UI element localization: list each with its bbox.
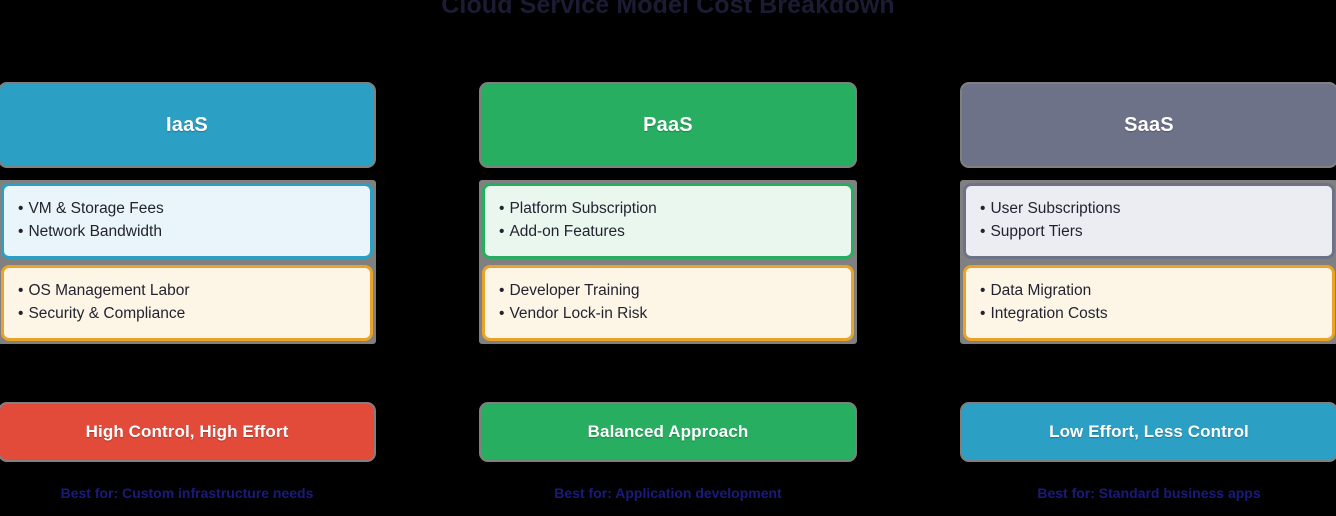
direct-costs-box-iaas: •VM & Storage Fees •Network Bandwidth — [1, 183, 373, 259]
cost-item-label: Security & Compliance — [28, 304, 186, 322]
direct-costs-box-paas: •Platform Subscription •Add-on Features — [482, 183, 854, 259]
summary-bar-iaas[interactable]: High Control, High Effort — [0, 402, 376, 462]
cost-item-label: Add-on Features — [509, 222, 625, 240]
bullet-icon: • — [18, 282, 24, 299]
hidden-costs-box-paas: •Developer Training •Vendor Lock-in Risk — [482, 265, 854, 341]
best-for-label: Best for: Standard business apps — [1037, 486, 1261, 501]
bullet-icon: • — [499, 304, 505, 322]
cost-group-iaas: •VM & Storage Fees •Network Bandwidth •O… — [0, 180, 376, 344]
summary-label: Balanced Approach — [587, 422, 749, 441]
bullet-icon: • — [980, 222, 986, 240]
best-for-container-saas: Best for: Standard business apps — [960, 486, 1336, 516]
cost-item-label: Developer Training — [509, 282, 640, 299]
best-for-label: Best for: Custom infrastructure needs — [60, 486, 314, 501]
service-header-saas[interactable]: SaaS — [960, 82, 1336, 168]
bullet-icon: • — [980, 200, 986, 217]
bullet-icon: • — [18, 304, 24, 322]
cost-item: •Support Tiers — [980, 221, 1318, 244]
cost-item-label: Vendor Lock-in Risk — [509, 304, 648, 322]
service-header-label: IaaS — [166, 113, 208, 136]
cost-item: •Platform Subscription — [499, 198, 837, 221]
service-column-saas: SaaS •User Subscriptions •Support Tiers … — [960, 82, 1336, 516]
cost-item-label: Support Tiers — [990, 222, 1083, 240]
hidden-costs-box-saas: •Data Migration •Integration Costs — [963, 265, 1335, 341]
summary-bar-saas[interactable]: Low Effort, Less Control — [960, 402, 1336, 462]
bullet-icon: • — [499, 282, 505, 299]
best-for-container-paas: Best for: Application development — [479, 486, 857, 516]
hidden-costs-box-iaas: •OS Management Labor •Security & Complia… — [1, 265, 373, 341]
cost-item-label: Integration Costs — [990, 304, 1108, 322]
bullet-icon: • — [980, 282, 986, 299]
bullet-icon: • — [18, 222, 24, 240]
service-header-label: PaaS — [643, 113, 693, 136]
summary-bar-paas[interactable]: Balanced Approach — [479, 402, 857, 462]
bullet-icon: • — [499, 200, 505, 217]
cost-item: •Network Bandwidth — [18, 221, 356, 244]
service-column-iaas: IaaS •VM & Storage Fees •Network Bandwid… — [0, 82, 376, 516]
service-model-columns: IaaS •VM & Storage Fees •Network Bandwid… — [0, 82, 1336, 516]
cost-group-paas: •Platform Subscription •Add-on Features … — [479, 180, 857, 344]
page-title: Cloud Service Model Cost Breakdown — [441, 0, 895, 19]
cost-item-label: OS Management Labor — [28, 282, 190, 299]
bullet-icon: • — [18, 200, 24, 217]
cost-item: •User Subscriptions — [980, 198, 1318, 221]
cost-item-label: Network Bandwidth — [28, 222, 162, 240]
cost-item-label: VM & Storage Fees — [28, 200, 164, 217]
cost-item: •Add-on Features — [499, 221, 837, 244]
bullet-icon: • — [980, 304, 986, 322]
summary-label: High Control, High Effort — [85, 422, 289, 441]
cost-item-label: Platform Subscription — [509, 200, 657, 217]
best-for-label: Best for: Application development — [554, 486, 782, 501]
service-header-paas[interactable]: PaaS — [479, 82, 857, 168]
cost-item: •VM & Storage Fees — [18, 198, 356, 221]
summary-label: Low Effort, Less Control — [1049, 422, 1249, 441]
direct-costs-box-saas: •User Subscriptions •Support Tiers — [963, 183, 1335, 259]
service-column-paas: PaaS •Platform Subscription •Add-on Feat… — [479, 82, 857, 516]
service-header-iaas[interactable]: IaaS — [0, 82, 376, 168]
cost-item: •Vendor Lock-in Risk — [499, 303, 837, 326]
cost-item-label: Data Migration — [990, 282, 1092, 299]
cost-item: •Integration Costs — [980, 303, 1318, 326]
best-for-container-iaas: Best for: Custom infrastructure needs — [0, 486, 376, 516]
service-header-label: SaaS — [1124, 113, 1174, 136]
cost-item: •Developer Training — [499, 280, 837, 303]
cost-item-label: User Subscriptions — [990, 200, 1121, 217]
cost-item: •OS Management Labor — [18, 280, 356, 303]
diagram-title-container: Cloud Service Model Cost Breakdown — [0, 0, 1336, 26]
cost-item: •Security & Compliance — [18, 303, 356, 326]
cost-item: •Data Migration — [980, 280, 1318, 303]
cost-group-saas: •User Subscriptions •Support Tiers •Data… — [960, 180, 1336, 344]
bullet-icon: • — [499, 222, 505, 240]
